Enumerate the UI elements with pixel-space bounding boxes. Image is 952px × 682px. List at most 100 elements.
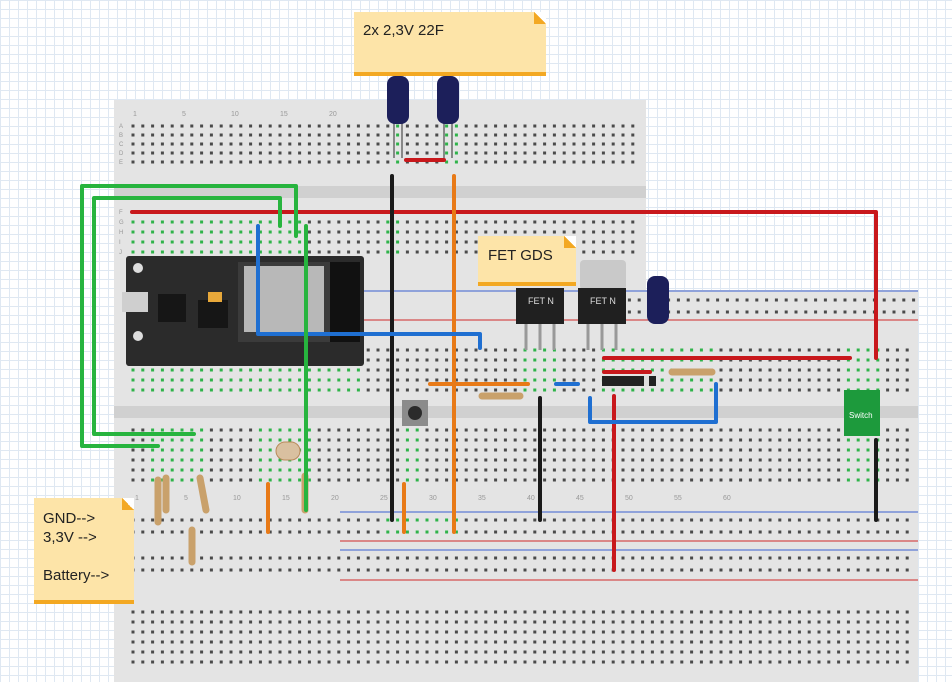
- hole: [807, 468, 811, 472]
- connected-hole: [856, 468, 860, 472]
- hole: [719, 568, 723, 572]
- hole: [435, 230, 439, 234]
- hole: [794, 310, 798, 314]
- connected-hole: [200, 240, 204, 244]
- hole: [886, 458, 890, 462]
- hole: [376, 438, 380, 442]
- hole: [886, 438, 890, 442]
- hole: [641, 610, 645, 614]
- hole: [337, 428, 341, 432]
- connected-hole: [288, 230, 292, 234]
- hole: [474, 458, 478, 462]
- connected-hole: [298, 438, 302, 442]
- hole: [827, 610, 831, 614]
- hole: [327, 220, 331, 224]
- hole: [405, 650, 409, 654]
- hole: [307, 142, 311, 146]
- hole: [543, 133, 547, 137]
- hole: [797, 378, 801, 382]
- hole: [474, 160, 478, 164]
- hole: [641, 448, 645, 452]
- hole: [784, 310, 788, 314]
- hole: [739, 640, 743, 644]
- hole: [513, 142, 517, 146]
- hole: [386, 478, 390, 482]
- connected-hole: [229, 220, 233, 224]
- hole: [827, 650, 831, 654]
- hole: [856, 660, 860, 664]
- hole: [562, 160, 566, 164]
- hole: [376, 660, 380, 664]
- hole: [895, 388, 899, 392]
- hole: [376, 142, 380, 146]
- hole: [445, 240, 449, 244]
- hole: [533, 220, 537, 224]
- connected-hole: [229, 378, 233, 382]
- hole: [745, 310, 749, 314]
- hole: [582, 124, 586, 128]
- hole: [660, 640, 664, 644]
- hole: [141, 640, 145, 644]
- hole: [709, 650, 713, 654]
- hole: [190, 630, 194, 634]
- hole: [827, 348, 831, 352]
- hole: [337, 240, 341, 244]
- hole: [249, 650, 253, 654]
- connected-hole: [268, 478, 272, 482]
- hole: [503, 230, 507, 234]
- hole: [523, 458, 527, 462]
- hole: [797, 556, 801, 560]
- connected-hole: [298, 368, 302, 372]
- connected-hole: [307, 458, 311, 462]
- hole: [631, 458, 635, 462]
- hole: [249, 142, 253, 146]
- hole: [690, 458, 694, 462]
- hole: [827, 368, 831, 372]
- hole: [905, 620, 909, 624]
- hole: [582, 388, 586, 392]
- capacitor-note[interactable]: 2x 2,3V 22F: [354, 12, 546, 72]
- hole: [797, 468, 801, 472]
- hole: [670, 518, 674, 522]
- hole: [748, 530, 752, 534]
- bottom-column-label: 15: [282, 495, 290, 502]
- hole: [768, 660, 772, 664]
- hole: [200, 620, 204, 624]
- fet-note[interactable]: FET GDS: [478, 236, 576, 282]
- connected-hole: [160, 368, 164, 372]
- hole: [484, 610, 488, 614]
- hole: [474, 428, 478, 432]
- top-row-label: E: [119, 160, 123, 166]
- hole: [621, 160, 625, 164]
- hole: [876, 530, 880, 534]
- hole: [611, 240, 615, 244]
- top-row-label: I: [119, 240, 121, 246]
- hole: [827, 556, 831, 560]
- hole: [141, 556, 145, 560]
- hole: [200, 568, 204, 572]
- hole: [562, 556, 566, 560]
- hole: [180, 568, 184, 572]
- hole: [788, 556, 792, 560]
- hole: [513, 438, 517, 442]
- hole: [494, 468, 498, 472]
- hole: [513, 518, 517, 522]
- hole: [886, 368, 890, 372]
- hole: [503, 151, 507, 155]
- hole: [696, 310, 700, 314]
- hole: [278, 650, 282, 654]
- hole: [846, 640, 850, 644]
- top-column-label: 5: [182, 111, 186, 118]
- hole: [533, 518, 537, 522]
- reset-button: [133, 331, 143, 341]
- hole: [699, 556, 703, 560]
- hole: [307, 240, 311, 244]
- hole: [425, 378, 429, 382]
- rails-note[interactable]: GND--> 3,3V --> Battery-->: [34, 498, 134, 600]
- hole: [572, 133, 576, 137]
- hole: [853, 310, 857, 314]
- hole: [464, 378, 468, 382]
- hole: [141, 518, 145, 522]
- hole: [190, 133, 194, 137]
- hole: [200, 660, 204, 664]
